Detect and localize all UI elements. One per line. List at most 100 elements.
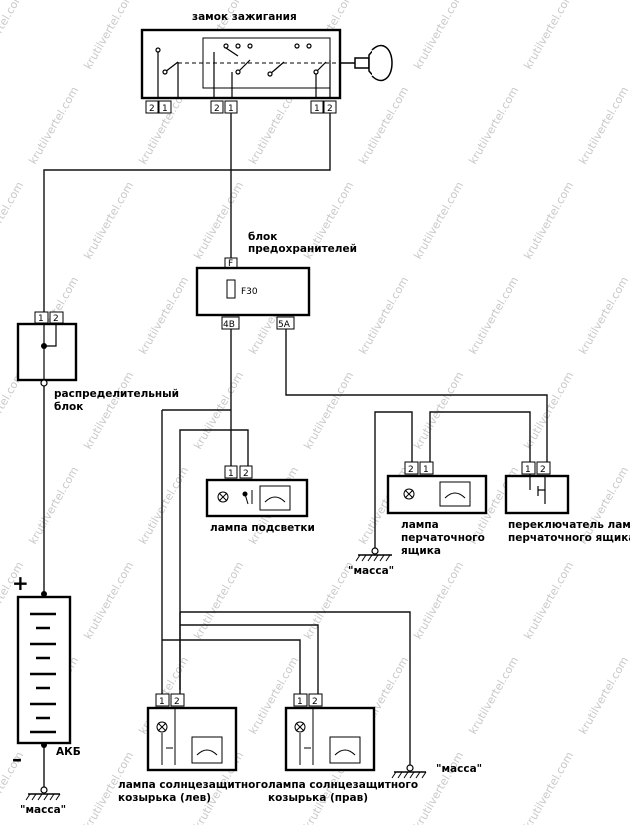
fuse-block-label-1: блок [248,231,277,243]
visor-lamp-right-label-1: лампа солнцезащитного [268,779,418,791]
pin-label: 2 [53,314,59,324]
lamp-icon [294,721,306,733]
pin-label: 4B [223,320,235,330]
ground-symbol-mid: "масса" [348,547,394,577]
watermark-text: krutilvertel.com [136,274,191,356]
glovebox-lamp-label-2: перчаточного [401,532,485,544]
pin-label: 1 [162,104,168,114]
pin-label: 2 [174,697,180,707]
distribution-block: 1 2 распределительный блок [16,311,179,413]
watermark-text: krutilvertel.com [576,654,630,736]
watermark-text: krutilvertel.com [301,369,356,451]
watermark-text: krutilvertel.com [466,84,521,166]
lamp-icon [156,721,168,733]
wires [43,113,548,788]
lamp-cover-icon [439,481,471,507]
ignition-key-icon [340,44,393,82]
watermark-text: krutilvertel.com [411,0,466,72]
wire-glovebox-ground [374,411,413,548]
pin-label: 1 [423,465,429,475]
pin-label: 2 [149,104,155,114]
lamp-icon [217,491,229,503]
switch-icon [242,490,253,505]
glovebox-switch-label-2: перчаточного ящика [508,532,630,544]
pin-label: 2 [327,104,333,114]
watermark-text: krutilvertel.com [0,179,26,261]
pin-label: 2 [312,697,318,707]
pin-label: 2 [540,465,546,475]
watermark-text: krutilvertel.com [136,464,191,546]
glovebox-lamp-label-3: ящика [401,545,441,557]
watermark-text: krutilvertel.com [191,559,246,641]
lamp-icon [403,488,415,500]
watermark-text: krutilvertel.com [576,274,630,356]
pin-label: 1 [38,314,44,324]
pin-label: 1 [228,104,234,114]
pin-label: F [228,259,233,269]
pin-label: 1 [314,104,320,114]
lamp-cover-icon [259,485,291,511]
distribution-block-label-2: блок [54,401,83,413]
pin-label: 1 [297,697,303,707]
battery: + АКБ – [12,571,81,771]
glovebox-lamp: 2 1 лампа перчаточного ящика [386,461,488,557]
watermark-text: krutilvertel.com [191,179,246,261]
visor-lamp-right: 1 2 лампа солнцезащитного козырька (прав… [268,693,418,804]
glovebox-switch-body [504,474,570,515]
glovebox-switch: 1 2 переключатель лампы перчаточного ящи… [504,461,630,544]
pin-label: 2 [214,104,220,114]
fuse-icon [226,279,236,299]
glovebox-switch-label-1: переключатель лампы [508,519,630,531]
watermark-text: krutilvertel.com [411,749,466,825]
backlight-lamp: 1 2 лампа подсветки [205,465,315,534]
ground-symbol-left: "масса" [20,786,66,816]
wire-battery-feed [43,113,331,312]
battery-label: АКБ [56,746,81,758]
switch-icon [161,708,176,765]
fuse-block: блок предохранителей F F30 4B 5A [195,231,357,330]
pin-label: 2 [408,465,414,475]
battery-body [16,595,72,745]
ignition-connector-b: 2 1 [210,100,238,114]
watermark-text: krutilvertel.com [521,179,576,261]
visor-lamp-left-label-2: козырька (лев) [118,792,211,804]
wire-5a [285,329,548,462]
watermark-text: krutilvertel.com [411,179,466,261]
ground-label-mid: "масса" [348,565,394,577]
fuse-block-label-2: предохранителей [248,243,357,255]
ignition-switch: замок зажигания [140,11,393,114]
wire-visor-ground-bus [180,611,411,765]
battery-cells [30,612,56,734]
watermark-text: krutilvertel.com [81,179,136,261]
watermark-text: krutilvertel.com [0,369,26,451]
fuse-block-body [195,266,311,317]
watermark-text: krutilvertel.com [411,369,466,451]
watermark-text: krutilvertel.com [81,559,136,641]
distribution-block-body [16,322,78,382]
distribution-block-label-1: распределительный [54,388,179,400]
pin-label: 1 [159,697,165,707]
ignition-contact-group-mid [213,43,331,98]
wire-glovebox-lamp-switch [429,411,531,462]
battery-plus-label: + [12,571,29,595]
pin-label: 1 [525,465,531,475]
watermark-text: krutilvertel.com [81,369,136,451]
glovebox-lamp-label-1: лампа [401,519,439,531]
visor-lamp-left: 1 2 лампа солнцезащитного козырька (лев) [118,693,268,804]
watermark-text: krutilvertel.com [411,559,466,641]
pin-label: 1 [228,469,234,479]
switch-icon [529,474,546,504]
ground-label-left: "масса" [20,804,66,816]
ground-symbol-right: "масса" [391,763,482,779]
ignition-connector-c: 1 2 [310,100,337,114]
watermark-text: krutilvertel.com [81,0,136,72]
ignition-contact-group-left [155,47,179,98]
backlight-lamp-label: лампа подсветки [210,522,315,534]
watermark-text: krutilvertel.com [356,274,411,356]
watermark-text: krutilvertel.com [26,84,81,166]
pin-label: 5A [278,320,291,330]
visor-lamp-left-label-1: лампа солнцезащитного [118,779,268,791]
fuse-label: F30 [241,287,258,297]
ignition-connector-a: 2 1 [145,100,172,114]
watermark-text: krutilvertel.com [521,749,576,825]
